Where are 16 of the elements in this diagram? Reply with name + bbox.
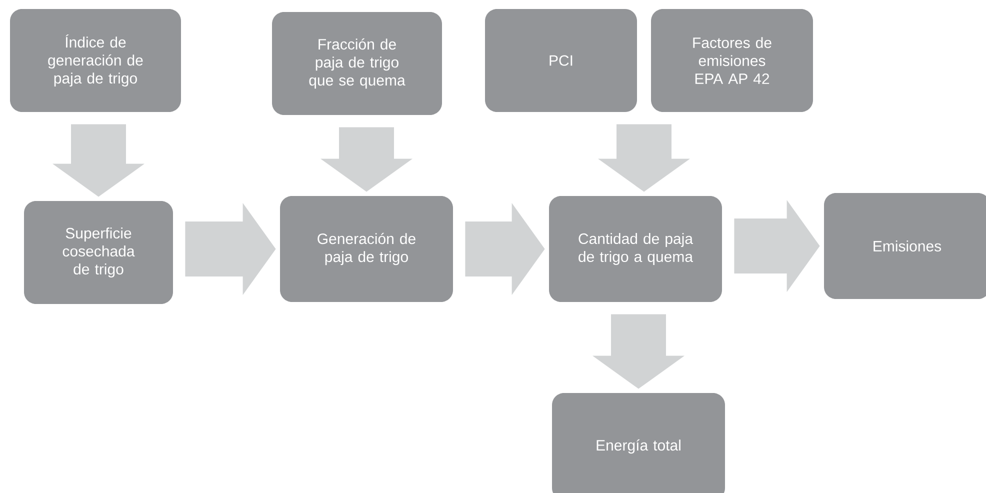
process-box: Índice de generación de paja de trigo [10, 9, 181, 112]
process-box: PCI [485, 9, 637, 112]
process-box: Factores de emisiones EPA AP 42 [651, 9, 813, 112]
process-box: Superficie cosechada de trigo [24, 201, 173, 304]
block-arrow [185, 203, 276, 295]
process-box: Generación de paja de trigo [280, 196, 453, 302]
process-box: Cantidad de paja de trigo a quema [549, 196, 722, 302]
process-box: Energía total [552, 393, 725, 493]
block-arrow [592, 314, 684, 389]
block-arrow [598, 124, 690, 192]
block-arrow [320, 127, 412, 192]
block-arrow [52, 124, 144, 197]
block-arrow [465, 203, 545, 295]
block-arrow [734, 200, 820, 292]
process-box: Emisiones [824, 193, 986, 299]
process-box: Fracción de paja de trigo que se quema [272, 12, 442, 115]
